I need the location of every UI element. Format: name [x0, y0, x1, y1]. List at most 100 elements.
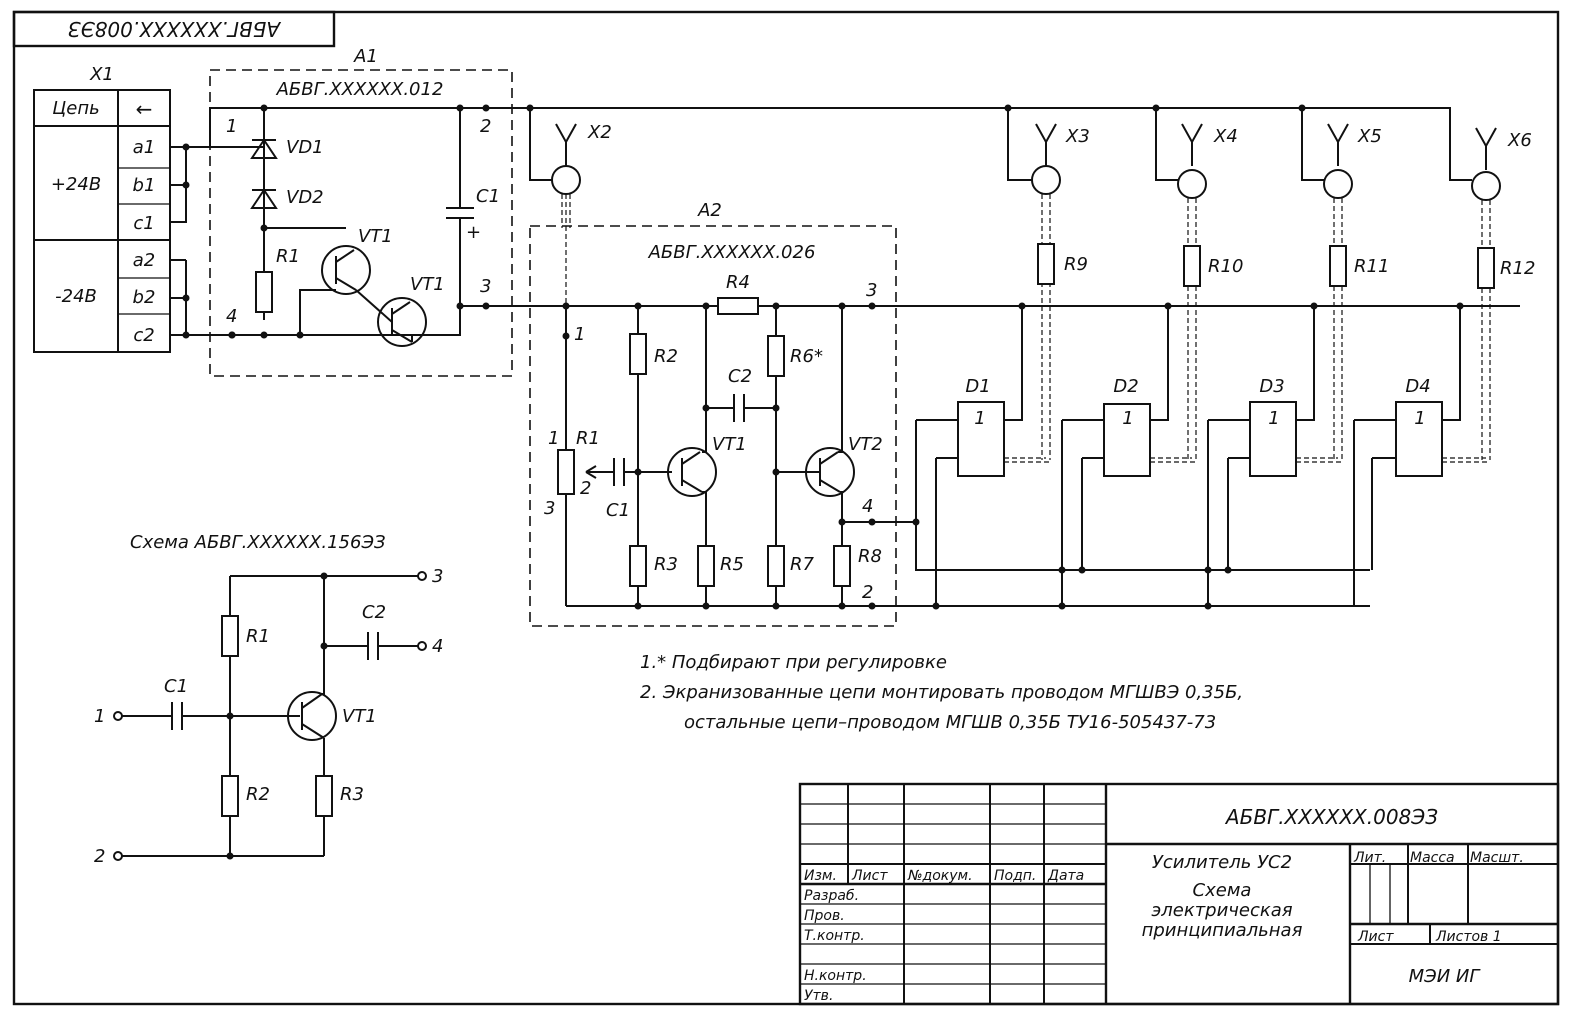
pin-a1: a1	[133, 137, 155, 158]
vt1b-label: VT1	[410, 274, 445, 295]
antenna-x4: X4 R10	[1177, 123, 1243, 460]
a2-r4	[717, 297, 759, 315]
x4-label: X4	[1213, 126, 1238, 147]
tb-mass: Масса	[1410, 850, 1455, 866]
sub-node-1: 1	[94, 706, 105, 727]
a2-node-4: 4	[862, 496, 873, 517]
a2-p1: 1	[548, 428, 559, 449]
vt1a-transistor	[321, 245, 371, 295]
title-block: Изм. Лист №докум. Подп. Дата Разраб. Про…	[798, 782, 1560, 1006]
col-data: Дата	[1047, 868, 1084, 884]
a1-c1-label: C1	[476, 186, 500, 207]
pin-b2: b2	[133, 287, 156, 308]
chip-d4: D4 1	[1395, 376, 1443, 477]
d2-ref: D2	[1113, 376, 1138, 397]
tb-sheet: Лист	[1357, 929, 1394, 945]
a2-r7-label: R7	[790, 554, 815, 575]
vt1b-transistor	[377, 297, 427, 347]
tb-lit: Лит.	[1353, 850, 1386, 866]
block-a1: A1 АБВГ.XXXXXX.012 VD1 VD2 R1	[186, 46, 1520, 377]
a2-r8-label: R8	[858, 546, 882, 567]
col-izm: Изм.	[804, 868, 837, 884]
x5-label: X5	[1357, 126, 1382, 147]
tb-org: МЭИ ИГ	[1409, 966, 1482, 987]
antenna-x6: X6 R12	[1471, 127, 1535, 460]
connector-x1: X1 Цепь ← +24В -24В a1 b1 c1 a2 b2 c2	[33, 64, 190, 353]
role-razrab: Разраб.	[804, 888, 859, 904]
vt1a-label: VT1	[358, 226, 393, 247]
a2-c2-label: C2	[728, 366, 752, 387]
col-ndoc: №докум.	[907, 868, 973, 884]
x6-label: X6	[1507, 130, 1532, 151]
x3-label: X3	[1065, 126, 1090, 147]
a2-r1-pot	[557, 449, 575, 495]
role-tkontr: Т.контр.	[804, 928, 865, 944]
pin-c2: c2	[133, 325, 154, 346]
a2-r5-label: R5	[720, 554, 744, 575]
a2-node-3: 3	[866, 280, 877, 301]
circuit-header: Цепь	[52, 98, 99, 119]
a1-node-2: 2	[480, 116, 491, 137]
a1-plus: +	[466, 222, 481, 243]
sub-node-4: 4	[432, 636, 443, 657]
d1-label: 1	[974, 408, 985, 429]
chip-d2: D2 1	[1103, 376, 1151, 477]
tb-name-4: принципиальная	[1142, 920, 1303, 941]
r12-label: R12	[1500, 258, 1535, 279]
vd1-diode	[250, 138, 278, 159]
a2-node-1: 1	[574, 324, 585, 345]
a1-node-3: 3	[480, 276, 491, 297]
a1-node-1: 1	[226, 116, 237, 137]
x2-label: X2	[587, 122, 612, 143]
pin-b1: b1	[133, 175, 156, 196]
a2-r4-label: R4	[726, 272, 750, 293]
tb-name-2: Схема	[1193, 880, 1252, 901]
notes: 1.* Подбирают при регулировке 2. Экраниз…	[640, 652, 1243, 733]
tb-scale: Масшт.	[1470, 850, 1524, 866]
note-3: остальные цепи–проводом МГШВ 0,35Б ТУ16-…	[684, 712, 1216, 733]
antenna-x5: X5 R11	[1323, 123, 1389, 460]
antenna-x3: X3 R9	[1031, 123, 1090, 460]
group-plus24: +24В	[51, 174, 101, 195]
group-minus24: -24В	[55, 286, 97, 307]
vd2-label: VD2	[286, 187, 324, 208]
col-list: Лист	[851, 868, 888, 884]
antenna-x2: X2	[551, 122, 612, 330]
sub-node-3: 3	[432, 566, 443, 587]
d3-label: 1	[1268, 408, 1279, 429]
corner-code-box: АБВГ.XXXXXX.008ЭЗ	[12, 10, 336, 48]
antenna-rail	[526, 104, 1472, 181]
a2-r3-label: R3	[654, 554, 678, 575]
pin-c1: c1	[133, 213, 154, 234]
a2-r1-label: R1	[576, 428, 600, 449]
a1-r1-label: R1	[276, 246, 300, 267]
chip-wiring	[915, 302, 1490, 610]
a2-vt1-label: VT1	[712, 434, 747, 455]
sub-r1-label: R1	[246, 626, 270, 647]
vd1-label: VD1	[286, 137, 324, 158]
subcircuit: Схема АБВГ.XXXXXX.156ЭЗ 3 R1 R2 1 C1 VT1…	[94, 532, 443, 867]
d4-ref: D4	[1405, 376, 1430, 397]
block-a2: A2 АБВГ.XXXXXX.026 3 1 1 R1 2 3 C1 R2 R3	[529, 200, 1370, 627]
tb-code: АБВГ.XXXXXX.008ЭЗ	[1224, 805, 1438, 829]
tb-name-1: Усилитель УС2	[1152, 852, 1292, 873]
a2-r6-label: R6*	[790, 346, 823, 367]
d2-label: 1	[1122, 408, 1133, 429]
arrow-header: ←	[136, 97, 153, 121]
connector-ref: X1	[89, 64, 114, 85]
tb-name-3: электрическая	[1151, 900, 1292, 921]
a2-p2: 2	[580, 478, 591, 499]
role-prov: Пров.	[804, 908, 845, 924]
role-nkontr: Н.контр.	[804, 968, 867, 984]
role-utv: Утв.	[804, 988, 833, 1004]
d3-ref: D3	[1259, 376, 1284, 397]
d1-ref: D1	[965, 376, 990, 397]
a1-node-4: 4	[226, 306, 237, 327]
d4-label: 1	[1414, 408, 1425, 429]
a2-code: АБВГ.XXXXXX.026	[648, 242, 816, 263]
sub-vt1-label: VT1	[342, 706, 377, 727]
a2-vt1-transistor	[667, 447, 717, 497]
pin-a2: a2	[133, 250, 155, 271]
subcircuit-title: Схема АБВГ.XXXXXX.156ЭЗ	[130, 532, 386, 553]
